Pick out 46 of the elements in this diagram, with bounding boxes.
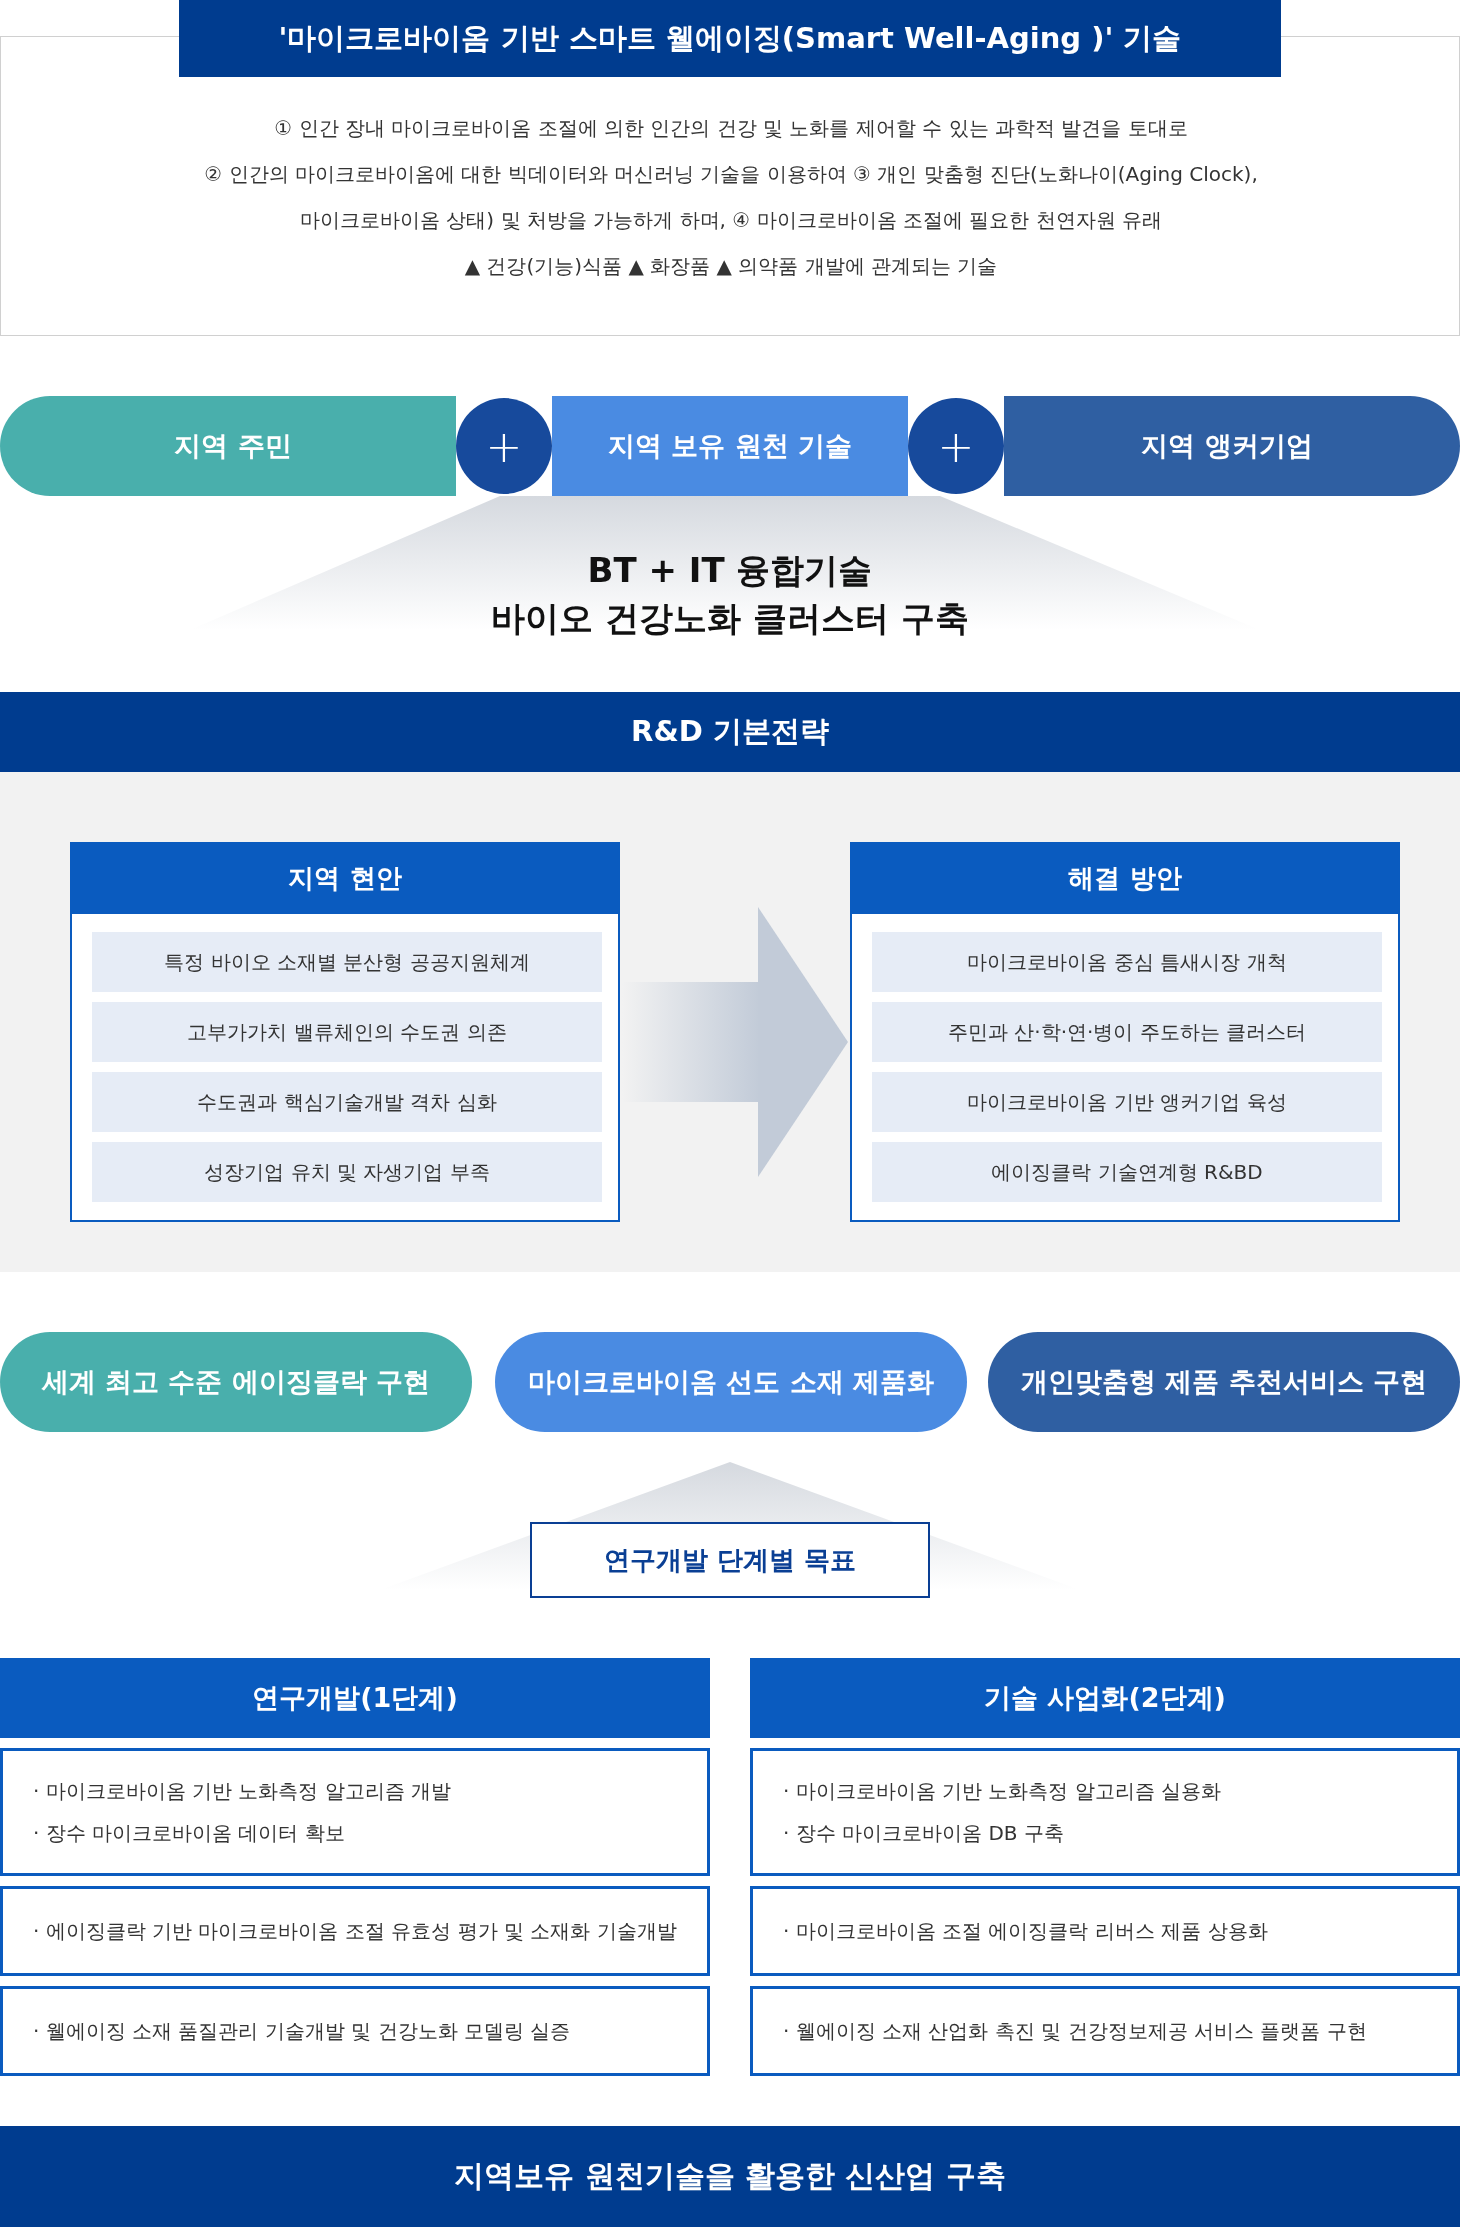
list-item: 고부가가치 밸류체인의 수도권 의존 [92,1002,602,1062]
pill-box: 지역 앵커기업 [1004,396,1460,496]
list-item: 에이징클락 기술연계형 R&BD [872,1142,1382,1202]
list-item: 수도권과 핵심기술개발 격차 심화 [92,1072,602,1132]
list-item: 주민과 산·학·연·병이 주도하는 클러스터 [872,1002,1382,1062]
goal-pill: 마이크로바이옴 선도 소재 제품화 [495,1332,967,1432]
heading-text: 바이오 건강노화 클러스터 구축 [490,597,970,640]
goal-box [750,1886,1460,1976]
bullet-text: · 장수 마이크로바이옴 데이터 확보 [33,1820,346,1847]
section-panel [0,692,1460,1272]
bullet-text: · 마이크로바이옴 기반 노화측정 알고리즘 실용화 [783,1778,1223,1805]
list-item: 성장기업 유치 및 자생기업 부족 [92,1142,602,1202]
bullet-text: · 웰에이징 소재 품질관리 기술개발 및 건강노화 모델링 실증 [33,2018,572,2045]
panel-box [70,842,620,1222]
goal-box [750,1748,1460,1876]
footer-banner: 지역보유 원천기술을 활용한 신산업 구축 [0,2126,1460,2227]
goal-box [0,1748,710,1876]
plus-circle: + [908,398,1004,494]
column-header: 연구개발(1단계) [0,1658,710,1738]
goal-box [750,1986,1460,2076]
goal-pill: 세계 최고 수준 에이징클락 구현 [0,1332,472,1432]
description-text: ▲ 건강(기능)식품 ▲ 화장품 ▲ 의약품 개발에 관계되는 기술 [463,253,999,280]
list-item: 마이크로바이옴 기반 앵커기업 육성 [872,1072,1382,1132]
section-header: R&D 기본전략 [0,692,1460,772]
bullet-text: · 마이크로바이옴 조절 에이징클락 리버스 제품 상용화 [783,1918,1269,1945]
goal-box [0,1986,710,2076]
bullet-text: · 웰에이징 소재 산업화 촉진 및 건강정보제공 서비스 플랫폼 구현 [783,2018,1368,2045]
goal-pill: 개인맞춤형 제품 추천서비스 구현 [988,1332,1460,1432]
list-item: 특정 바이오 소재별 분산형 공공지원체계 [92,932,602,992]
heading-text: BT + IT 융합기술 [586,549,874,592]
description-text: ② 인간의 마이크로바이옴에 대한 빅데이터와 머신러닝 기술을 이용하여 ③ 개인 맞춤형 진단(노화나이(Aging Clock), 마이크로바이옴 상태) 및 처방을 가능하게 하며, ④ 마이크로바이옴 조절에 필요한 천연자원 유래 [203,161,1259,234]
bullet-text: · 장수 마이크로바이옴 DB 구축 [783,1820,1065,1847]
panel-box [850,842,1400,1222]
panel-header: 지역 현안 [70,842,620,914]
bullet-text: · 에이징클락 기반 마이크로바이옴 조절 유효성 평가 및 소재화 기술개발 [33,1918,678,1945]
column-header: 기술 사업화(2단계) [750,1658,1460,1738]
bullet-text: · 마이크로바이옴 기반 노화측정 알고리즘 개발 [33,1778,453,1805]
panel-header: 해결 방안 [850,842,1400,914]
goal-box [0,1886,710,1976]
pill-box: 지역 주민 [0,396,456,496]
description-text: ① 인간 장내 마이크로바이옴 조절에 의한 인간의 건강 및 노화를 제어할 수 있는 과학적 발견을 토대로 [273,115,1189,142]
plus-circle: + [456,398,552,494]
list-item: 마이크로바이옴 중심 틈새시장 개척 [872,932,1382,992]
pill-box: 지역 보유 원천 기술 [552,396,908,496]
title-banner: '마이크로바이옴 기반 스마트 웰에이징(Smart Well-Aging )' 기술 [179,0,1281,77]
heading-box: 연구개발 단계별 목표 [530,1522,930,1598]
